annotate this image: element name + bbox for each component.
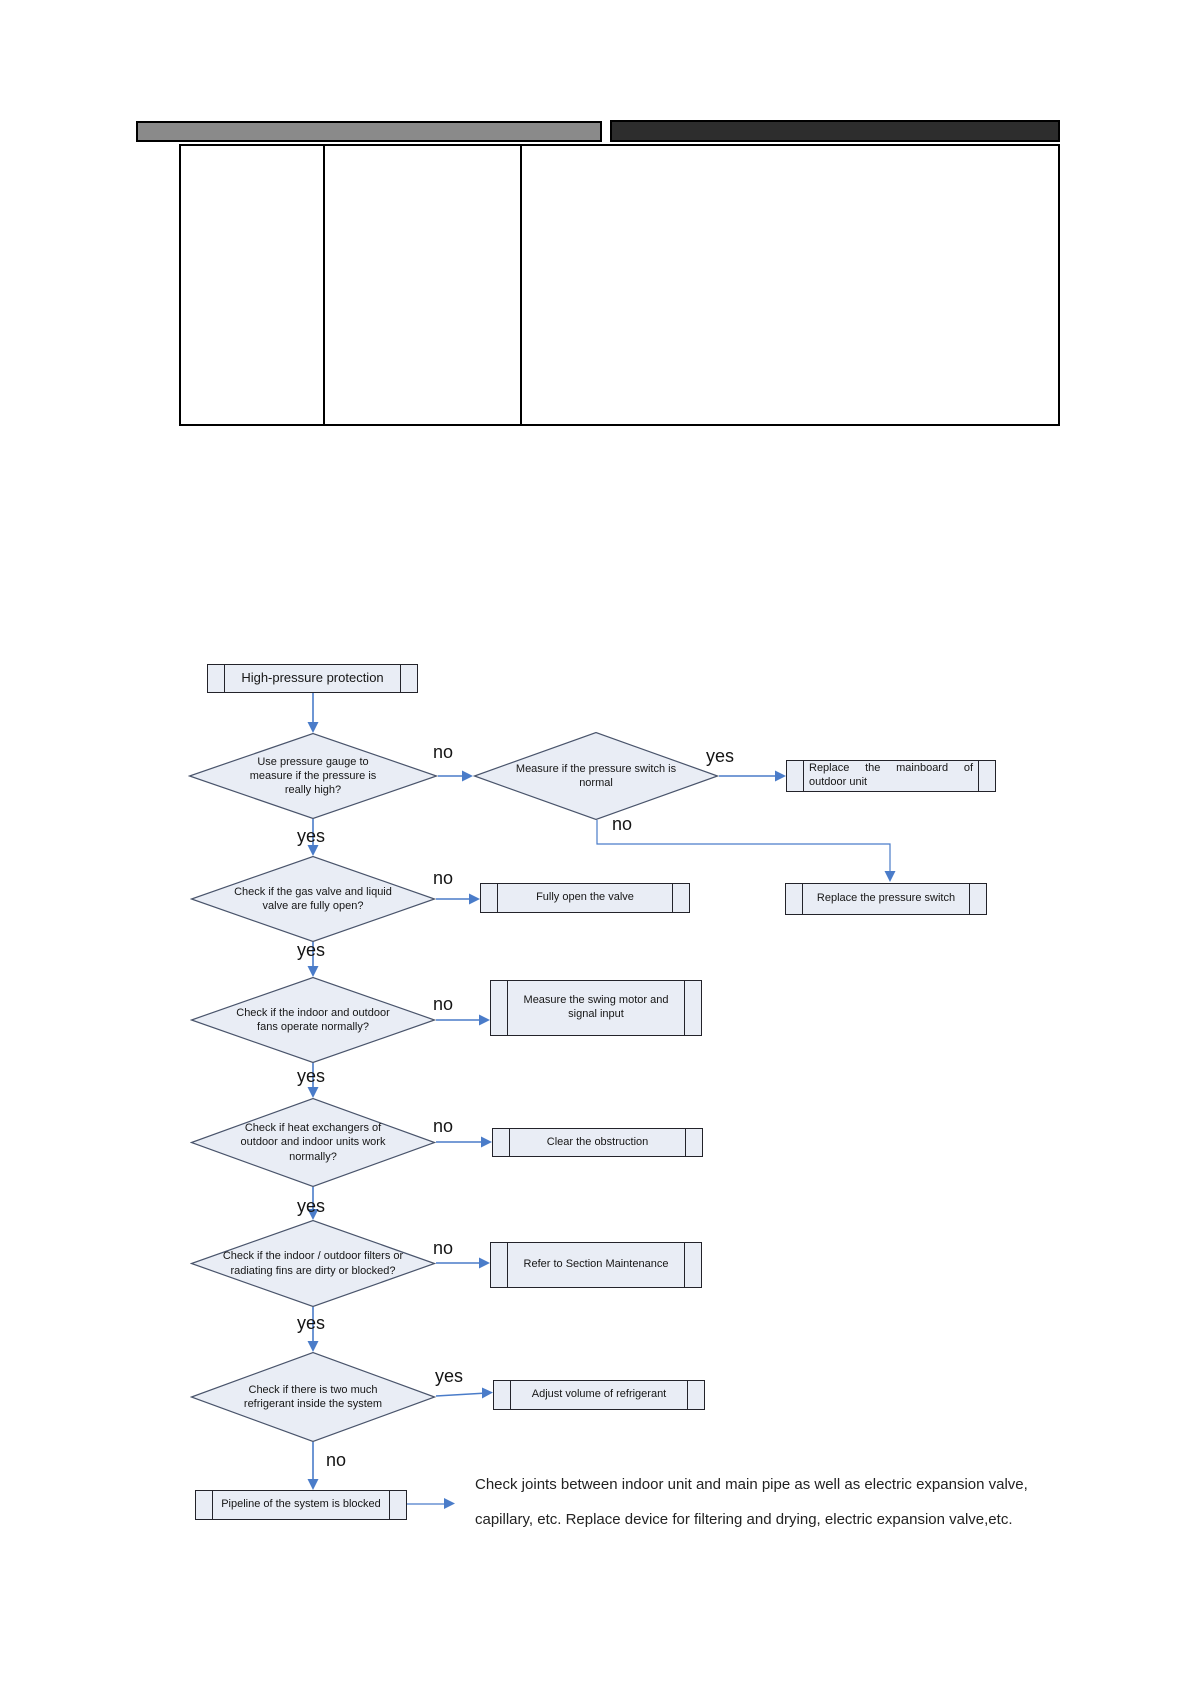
edge-filters-no (436, 1257, 490, 1269)
spec-table (179, 144, 1060, 426)
node-label: Fully open the valve (536, 891, 634, 904)
edge-label-yes: yes (297, 826, 326, 846)
node-measure-swing-motor: Measure the swing motor and signal input (490, 980, 702, 1036)
edge-label-no: no (433, 742, 454, 762)
node-replace-pressure-switch: Replace the pressure switch (785, 883, 987, 915)
edge-refrigerant-no (307, 1442, 319, 1490)
diamond-shape (473, 732, 719, 820)
diamond-shape (190, 977, 436, 1063)
edge-label-no: no (433, 868, 454, 888)
edge-label-no: no (433, 994, 454, 1014)
node-adjust-refrigerant: Adjust volume of refrigerant (493, 1380, 705, 1410)
edge-label-yes: yes (706, 746, 735, 766)
node-refer-maintenance: Refer to Section Maintenance (490, 1242, 702, 1288)
edge-label-yes: yes (297, 1313, 326, 1333)
edge-label-no: no (433, 1238, 454, 1258)
edge-fans-no (436, 1014, 490, 1026)
node-check-fans: Check if the indoor and outdoor fans ope… (190, 977, 436, 1063)
node-check-heat-exchangers: Check if heat exchangers of outdoor and … (190, 1098, 436, 1187)
edge-heat-no (436, 1136, 492, 1148)
node-label: Check if the indoor / outdoor filters or… (222, 1250, 404, 1277)
node-label: High-pressure protection (241, 670, 384, 686)
node-check-refrigerant: Check if there is two much refrigerant i… (190, 1352, 436, 1442)
node-label: Check if there is two much refrigerant i… (243, 1383, 383, 1410)
edge-gauge-no (438, 770, 473, 782)
diamond-shape (188, 733, 438, 819)
diamond-shape (190, 1352, 436, 1442)
node-label: Use pressure gauge to measure if the pre… (249, 755, 377, 797)
diamond-shape (190, 856, 436, 942)
diamond-shape (190, 1220, 436, 1307)
edge-start-to-gauge (307, 693, 319, 733)
node-label: Check if the indoor and outdoor fans ope… (236, 1006, 390, 1033)
edge-pipeline-to-note (407, 1498, 455, 1509)
node-label: Refer to Section Maintenance (523, 1258, 669, 1271)
edge-label-yes: yes (297, 940, 326, 960)
node-check-pressure-switch: Measure if the pressure switch is normal (473, 732, 719, 820)
node-label: Pipeline of the system is blocked (221, 1498, 381, 1511)
edge-label-yes: yes (297, 1196, 326, 1216)
edge-gasvalve-no (436, 893, 480, 905)
spec-table-cell-3 (522, 146, 1058, 424)
edge-switch-yes (719, 770, 786, 782)
edge-label-no: no (433, 1116, 454, 1136)
note-line-1: Check joints between indoor unit and mai… (475, 1476, 1028, 1493)
spec-table-cell-2 (325, 146, 522, 424)
node-check-gas-valve: Check if the gas valve and liquid valve … (190, 856, 436, 942)
edge-label-yes: yes (435, 1366, 464, 1386)
edge-switch-no (596, 820, 896, 882)
node-check-filters: Check if the indoor / outdoor filters or… (190, 1220, 436, 1307)
node-fully-open-valve: Fully open the valve (480, 883, 690, 913)
edge-label-no: no (612, 814, 633, 834)
header-bar-right (610, 120, 1060, 142)
node-label: Measure if the pressure switch is normal (515, 762, 677, 789)
node-replace-mainboard: Replace the mainboard of outdoor unit (786, 760, 996, 792)
header-bar-left (136, 121, 602, 142)
node-label: Adjust volume of refrigerant (531, 1388, 667, 1401)
node-label: Clear the obstruction (546, 1135, 649, 1148)
node-high-pressure-protection: High-pressure protection (207, 664, 418, 693)
diamond-shape (190, 1098, 436, 1187)
node-label: Measure the swing motor and signal input (523, 994, 669, 1020)
node-label: Check if heat exchangers of outdoor and … (240, 1122, 386, 1163)
node-label: Replace the pressure switch (816, 892, 956, 905)
edge-refrigerant-yes (435, 1387, 493, 1399)
note-line-2: capillary, etc. Replace device for filte… (475, 1511, 1013, 1528)
node-clear-obstruction: Clear the obstruction (492, 1128, 703, 1157)
node-label: Check if the gas valve and liquid valve … (234, 885, 392, 912)
node-check-pressure-gauge: Use pressure gauge to measure if the pre… (188, 733, 438, 819)
spec-table-cell-1 (181, 146, 325, 424)
edge-label-no: no (326, 1450, 347, 1470)
edge-label-yes: yes (297, 1066, 326, 1086)
node-label: Replace the mainboard of outdoor unit (809, 762, 973, 788)
node-pipeline-blocked: Pipeline of the system is blocked (195, 1490, 407, 1520)
